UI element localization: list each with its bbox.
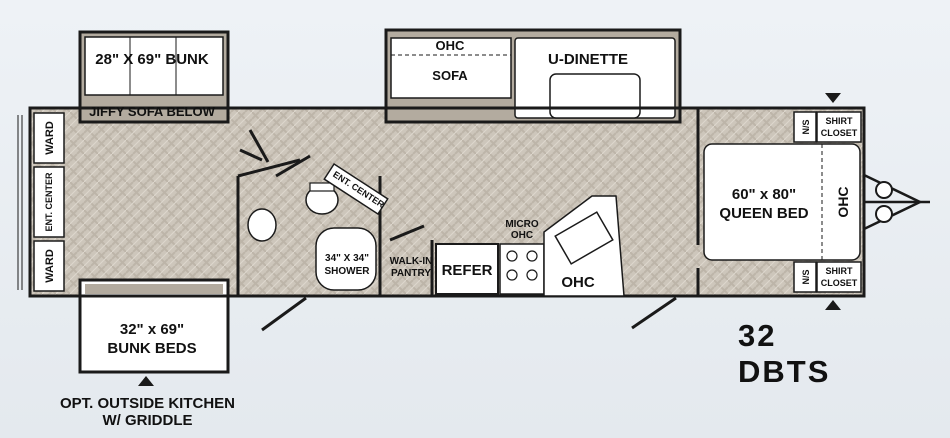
shower	[315, 227, 377, 291]
micro-label: MICRO	[505, 219, 539, 230]
shirt-closet-top	[816, 111, 862, 143]
ent-center-left-label: ENT. CENTER	[44, 172, 54, 232]
shirt-closet-bottom	[816, 261, 862, 293]
shirt-top-label: SHIRT	[826, 116, 854, 126]
micro-ohc-label: OHC	[511, 230, 533, 241]
ns-top-label: N/S	[801, 119, 811, 134]
entertainment-center-bath	[323, 162, 389, 216]
walk-in-label: WALK-IN	[390, 256, 433, 267]
u-dinette-label: U-DINETTE	[548, 51, 628, 68]
wardrobe-top	[33, 112, 65, 164]
rear-entry-door	[631, 296, 677, 330]
propane-tank-icon	[875, 181, 893, 199]
arrow-up-icon	[138, 376, 154, 386]
wardrobe-bottom	[33, 240, 65, 292]
closet-top-label: CLOSET	[821, 128, 858, 138]
kitchen-sink	[554, 211, 614, 265]
refer-label: REFER	[442, 262, 493, 279]
ohc-top-label: OHC	[436, 38, 466, 53]
outside-kitchen-line-1: OPT. OUTSIDE KITCHEN	[59, 395, 235, 412]
queen-bed-label: QUEEN BED	[719, 205, 808, 222]
dinette-table	[549, 73, 641, 119]
stove	[499, 243, 545, 295]
queen-bed	[703, 143, 861, 261]
ohc-kitchen-label: OHC	[561, 274, 595, 291]
bunk-top-label: 28" X 69" BUNK	[95, 51, 209, 68]
closet-bottom-label: CLOSET	[821, 278, 858, 288]
ns-bottom-label: N/S	[801, 269, 811, 284]
entertainment-center-left	[33, 166, 65, 238]
ward-top-label: WARD	[44, 121, 56, 155]
bathroom-walls	[236, 158, 301, 296]
propane-tank-icon	[875, 205, 893, 223]
outside-kitchen-note: OPT. OUTSIDE KITCHEN W/ GRIDDLE	[40, 395, 255, 429]
ohc-bed-label: OHC	[835, 186, 851, 217]
ward-bottom-label: WARD	[44, 249, 56, 283]
sofa	[390, 37, 512, 99]
model-name: 32 DBTS	[738, 318, 831, 389]
arrow-up-icon	[825, 300, 841, 310]
refrigerator	[435, 243, 499, 295]
arrow-down-icon	[825, 93, 841, 103]
shirt-bottom-label: SHIRT	[826, 266, 854, 276]
bed-size-label: 60" x 80"	[732, 186, 796, 203]
bathroom-sink	[247, 208, 277, 242]
shower-label: SHOWER	[325, 266, 371, 277]
bunk-mattress-top	[84, 36, 224, 96]
bunk-beds-label: BUNK BEDS	[107, 340, 196, 357]
jiffy-sofa-label: JIFFY SOFA BELOW	[89, 104, 215, 119]
nightstand-top	[793, 111, 817, 143]
shower-size-label: 34" X 34"	[325, 253, 369, 264]
bunk-beds-size-label: 32" x 69"	[120, 321, 184, 338]
nightstand-bottom	[793, 261, 817, 293]
outside-kitchen-line-2: W/ GRIDDLE	[102, 412, 193, 429]
sofa-label: SOFA	[432, 68, 468, 83]
entry-door	[261, 296, 307, 332]
pantry-label: PANTRY	[391, 268, 431, 279]
